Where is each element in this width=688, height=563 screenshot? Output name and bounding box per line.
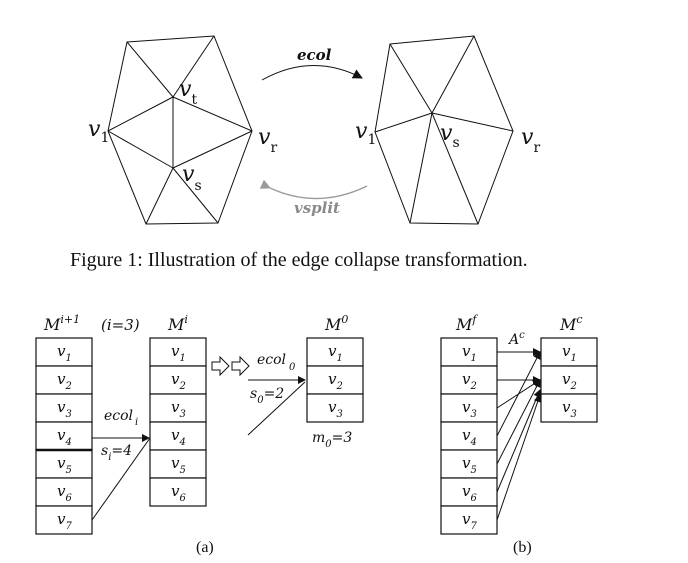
figure1-caption: Figure 1: Illustration of the edge colla…: [70, 249, 528, 271]
s-0-label: s0=2: [250, 386, 284, 406]
left-v1-label: v1: [88, 117, 109, 146]
subfigure-a-label: (a): [196, 539, 214, 556]
left-mesh-outline: [107, 35, 253, 225]
vertex-cell: [35, 365, 93, 395]
vertex-cell: [149, 337, 207, 367]
vertex-cell-label: v1: [462, 342, 477, 364]
vertex-cell-label: v1: [57, 342, 72, 364]
right-mesh: v1 vs vr: [355, 35, 540, 225]
vertex-cell-label: v3: [562, 398, 577, 420]
right-vr-label: vr: [521, 125, 540, 156]
vertex-cell: [306, 337, 364, 367]
vertex-cell: [440, 365, 498, 395]
vsplit-label: vsplit: [294, 199, 340, 217]
vertex-cell-label: v7: [462, 510, 477, 532]
ecol-label: ecol: [297, 46, 332, 64]
s-i-label: si=4: [101, 443, 132, 463]
vertex-cell: [149, 477, 207, 507]
vertex-list-m-c: v1 v2 v3: [540, 337, 598, 423]
vertex-cell-label: v7: [57, 510, 72, 532]
left-vt-label: vt: [179, 77, 197, 108]
vertex-cell: [440, 449, 498, 479]
vertex-cell-label: v2: [328, 370, 343, 392]
vertex-list-m-i1: v1 v2 v3 v4 v5 v6 v7: [35, 337, 93, 535]
vertex-cell: [540, 393, 598, 423]
m-0-label: M0: [324, 313, 348, 334]
figure-a: Mi+1 (i=3) Mi M0 v1 v2 v3 v4 v5 v6 v7 v1 v2 v3 v4…: [35, 313, 364, 556]
vertex-cell-label: v2: [57, 370, 72, 392]
a-c-label: Ac: [507, 330, 525, 348]
vertex-cell: [35, 393, 93, 423]
vertex-cell: [35, 449, 93, 479]
vertex-cell-label: v5: [462, 454, 477, 476]
vertex-cell: [35, 505, 93, 535]
m-f-label: Mf: [455, 313, 478, 334]
m-i1-label: Mi+1: [43, 313, 80, 334]
vsplit-arrow: [259, 179, 368, 200]
vertex-cell-label: v2: [562, 370, 577, 392]
v3-to-v2-arrow: [247, 381, 306, 436]
m-c-label: Mc: [559, 313, 583, 334]
vertex-list-m-0: v1 v2 v3: [306, 337, 364, 423]
right-mesh-edges: [374, 35, 514, 225]
figure-b: Mf Mc v1 v2 v3 v4 v5 v6 v7 v1 v2 v3 Ac (b): [440, 313, 598, 556]
vertex-cell: [306, 365, 364, 395]
left-vs-label: vs: [182, 162, 202, 194]
vertex-cell: [35, 477, 93, 507]
vertex-cell-label: v6: [57, 482, 72, 504]
right-vs-label: vs: [440, 121, 460, 151]
double-arrow-icon: [211, 355, 250, 377]
vertex-list-m-f: v1 v2 v3 v4 v5 v6 v7: [440, 337, 498, 535]
vertex-cell-label: v1: [562, 342, 577, 364]
vertex-cell-label: v4: [171, 426, 186, 448]
vertex-cell: [35, 337, 93, 367]
vertex-cell-label: v3: [462, 398, 477, 420]
vertex-cell-label: v2: [462, 370, 477, 392]
v7-to-v4-arrow: [91, 437, 151, 521]
vertex-cell: [440, 421, 498, 451]
vertex-cell-label: v1: [171, 342, 186, 364]
vertex-cell: [149, 449, 207, 479]
vertex-cell-label: v4: [462, 426, 477, 448]
right-v1-label: v1: [355, 119, 376, 148]
vertex-cell-label: v5: [57, 454, 72, 476]
vertex-cell-label: v3: [57, 398, 72, 420]
vertex-cell: [440, 393, 498, 423]
vertex-cell-label: v3: [328, 398, 343, 420]
subfigure-b-label: (b): [513, 539, 532, 556]
vertex-cell-label: v5: [171, 454, 186, 476]
vertex-cell-label: v3: [171, 398, 186, 420]
vertex-cell-label: v6: [171, 482, 186, 504]
vertex-cell-label: v2: [171, 370, 186, 392]
ancestor-arrows: [496, 348, 542, 521]
vertex-list-m-i: v1 v2 v3 v4 v5 v6: [149, 337, 207, 507]
vertex-cell: [306, 393, 364, 423]
left-mesh: v1 vt vs vr: [88, 35, 277, 225]
vertex-cell-label: v6: [462, 482, 477, 504]
ecol-arrow: [261, 65, 363, 81]
vertex-cell: [35, 421, 93, 451]
m0-eq-label: m0=3: [312, 430, 352, 450]
left-vr-label: vr: [258, 125, 277, 156]
vertex-cell: [440, 477, 498, 507]
vertex-cell-label: v4: [57, 426, 72, 448]
m-i-label: Mi: [167, 313, 188, 334]
i-eq-label: (i=3): [101, 316, 140, 334]
vertex-cell-label: v1: [328, 342, 343, 364]
vertex-cell: [149, 365, 207, 395]
left-mesh-edges: [107, 35, 253, 225]
